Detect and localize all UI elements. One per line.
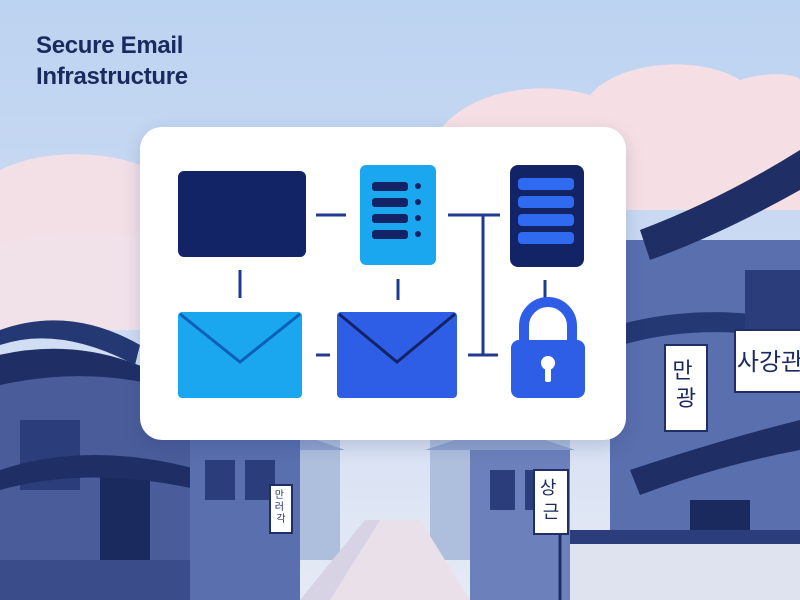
monitor-icon [178, 171, 306, 257]
mid-sign-board [533, 469, 569, 535]
right-house-roof-lower [600, 312, 760, 350]
small-sign-text: 만 러 각 [275, 489, 287, 525]
left-house-roof-upper [0, 320, 140, 365]
right-mid-window [490, 470, 515, 510]
right-horizontal-sign-board [734, 329, 800, 393]
street-edge [300, 520, 380, 600]
cloud-low [0, 232, 180, 330]
left-mid-window [205, 460, 235, 500]
connectors [238, 213, 547, 357]
left-house-eave [0, 455, 200, 490]
right-wall-base [560, 540, 800, 600]
right-wall-base-top [560, 530, 800, 544]
page-title: Secure Email Infrastructure [36, 30, 188, 92]
right-house-window [745, 270, 800, 340]
right-vertical-sign-board [664, 344, 708, 432]
server-stack-icon [510, 165, 584, 267]
server-list-icon [360, 165, 436, 265]
left-house-roof [0, 348, 190, 395]
right-house-roof [640, 150, 800, 260]
street [330, 520, 470, 600]
envelope-icon [178, 312, 302, 398]
right-horizontal-sign-text: 사강관 [737, 348, 800, 376]
padlock-icon [511, 297, 585, 398]
mid-sign-text: 상 근 [540, 478, 562, 523]
right-vertical-sign-text: 만 광 [672, 359, 699, 412]
title-line-2: Infrastructure [36, 63, 188, 90]
left-small-sign-board [269, 484, 293, 534]
envelope-icon [337, 312, 457, 398]
right-house-eave [630, 420, 800, 495]
title-line-1: Secure Email [36, 32, 184, 59]
